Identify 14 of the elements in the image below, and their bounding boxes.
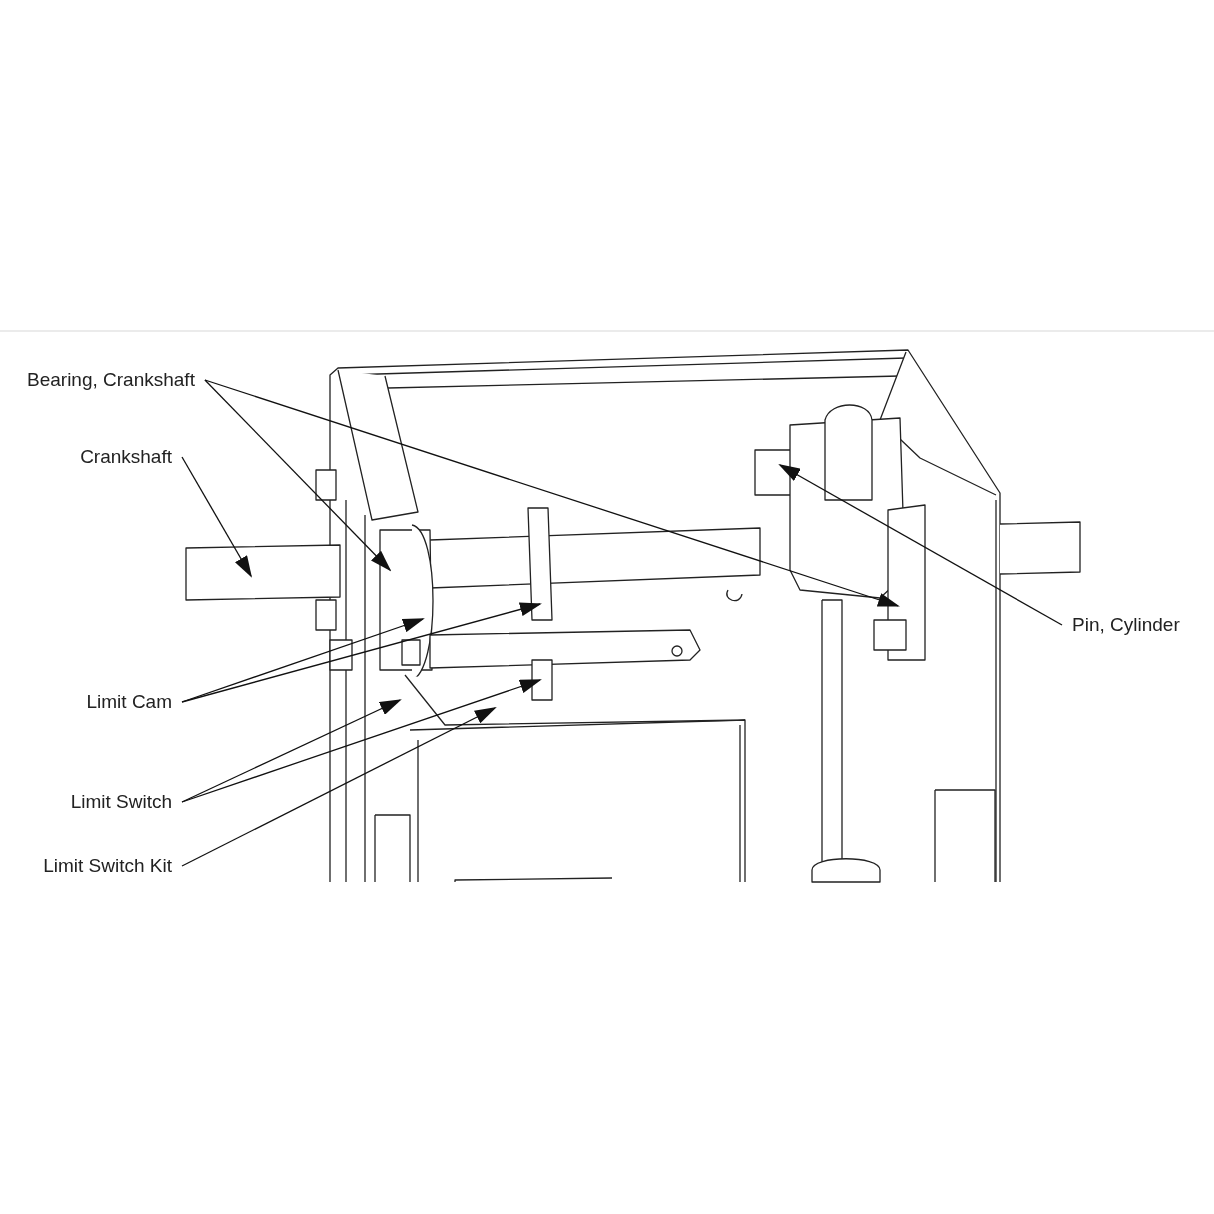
part-label: Limit Cam xyxy=(86,691,172,713)
part-label: Limit Switch xyxy=(70,791,172,813)
leader-line xyxy=(181,602,542,703)
leader-line xyxy=(181,618,425,703)
part-label: Bearing, Crankshaft xyxy=(27,369,195,391)
part-label: Crankshaft xyxy=(80,446,172,468)
part-label: Pin, Cylinder xyxy=(1072,614,1180,636)
leader-line xyxy=(204,379,392,572)
leader-line xyxy=(181,707,497,867)
leader-line xyxy=(181,679,542,803)
part-label: Limit Switch Kit xyxy=(43,855,172,877)
leader-line xyxy=(204,379,900,607)
leader-line xyxy=(778,464,1063,626)
leader-line xyxy=(181,456,252,578)
